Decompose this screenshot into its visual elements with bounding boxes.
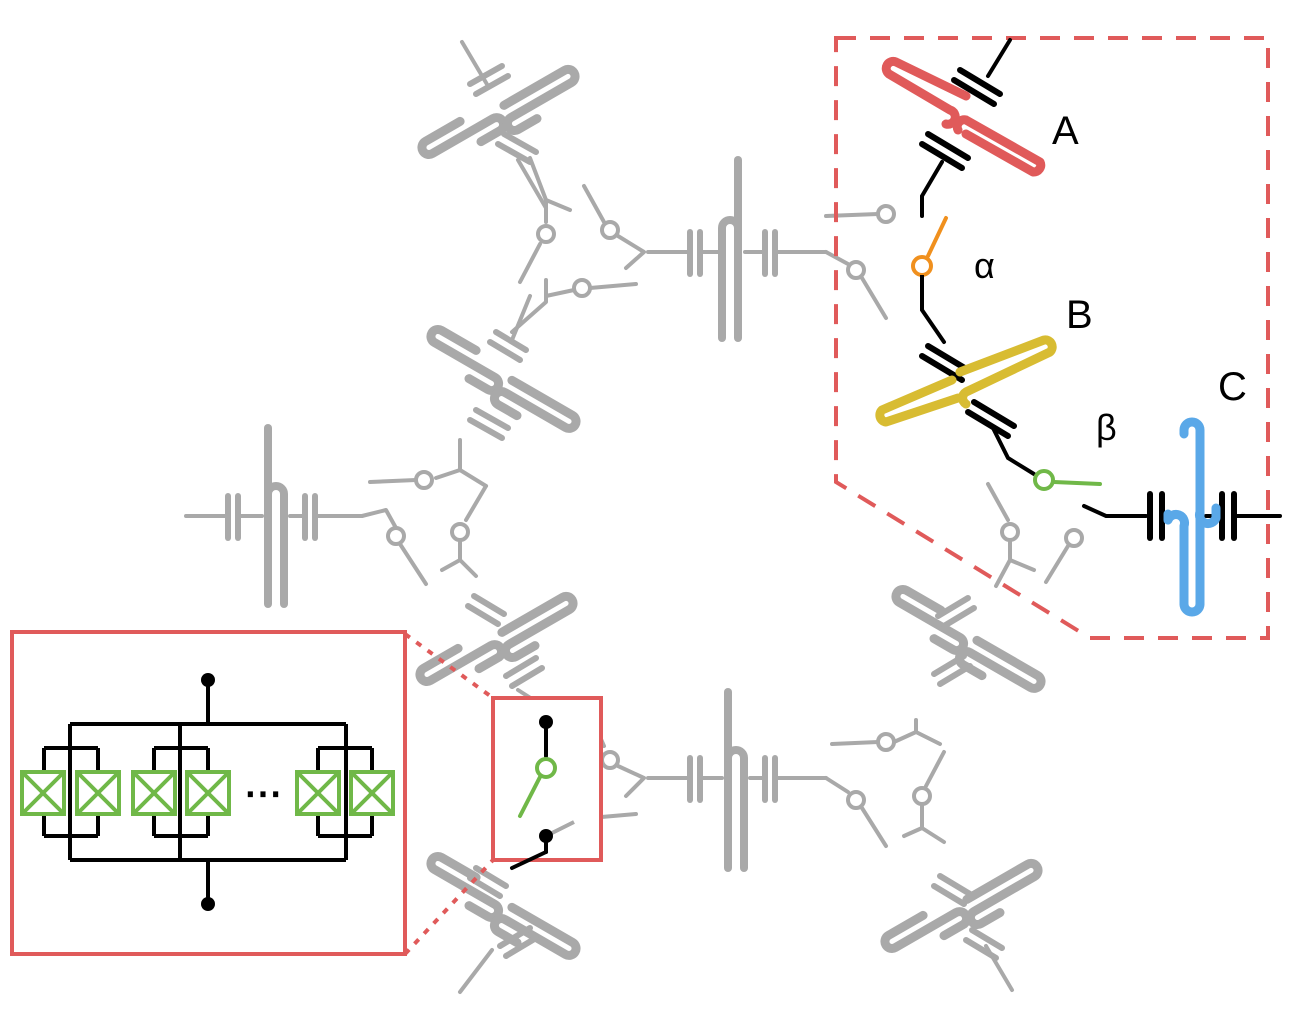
junction-5 (295, 770, 341, 816)
junction-3 (131, 770, 177, 816)
label-resonator-c: C (1218, 365, 1247, 409)
resonator-diag-3 (417, 587, 582, 703)
squid-junctions (20, 770, 395, 816)
resonator-a (881, 56, 1046, 177)
label-coupler-alpha: α (974, 245, 995, 286)
inset-panel: ⋯ (10, 630, 407, 956)
label-coupler-beta: β (1096, 407, 1117, 448)
junction-2 (75, 770, 121, 816)
highlight-wiring (919, 38, 1282, 541)
label-resonator-a: A (1052, 109, 1079, 153)
resonator-c (1163, 417, 1221, 617)
label-resonator-b: B (1066, 293, 1093, 337)
resonator-bottom (646, 688, 828, 872)
resonator-b (875, 335, 1057, 427)
coupler-beta (1033, 469, 1102, 491)
cap-stubs (458, 40, 1014, 994)
highlight-region (834, 36, 1270, 640)
junction-1 (20, 770, 66, 816)
resonator-top (646, 156, 828, 342)
junction-4 (185, 770, 231, 816)
resonator-left (184, 424, 364, 608)
gray-lattice (184, 40, 1084, 994)
dashed-boundary (834, 36, 1270, 640)
junction-6 (349, 770, 395, 816)
zoom-region (403, 632, 603, 956)
coupler-alpha (911, 216, 948, 277)
resonator-diag-6 (882, 854, 1047, 970)
resonator-diag-5 (882, 587, 1047, 703)
zoom-connector-top (403, 632, 495, 700)
ellipsis-label: ⋯ (244, 773, 282, 815)
